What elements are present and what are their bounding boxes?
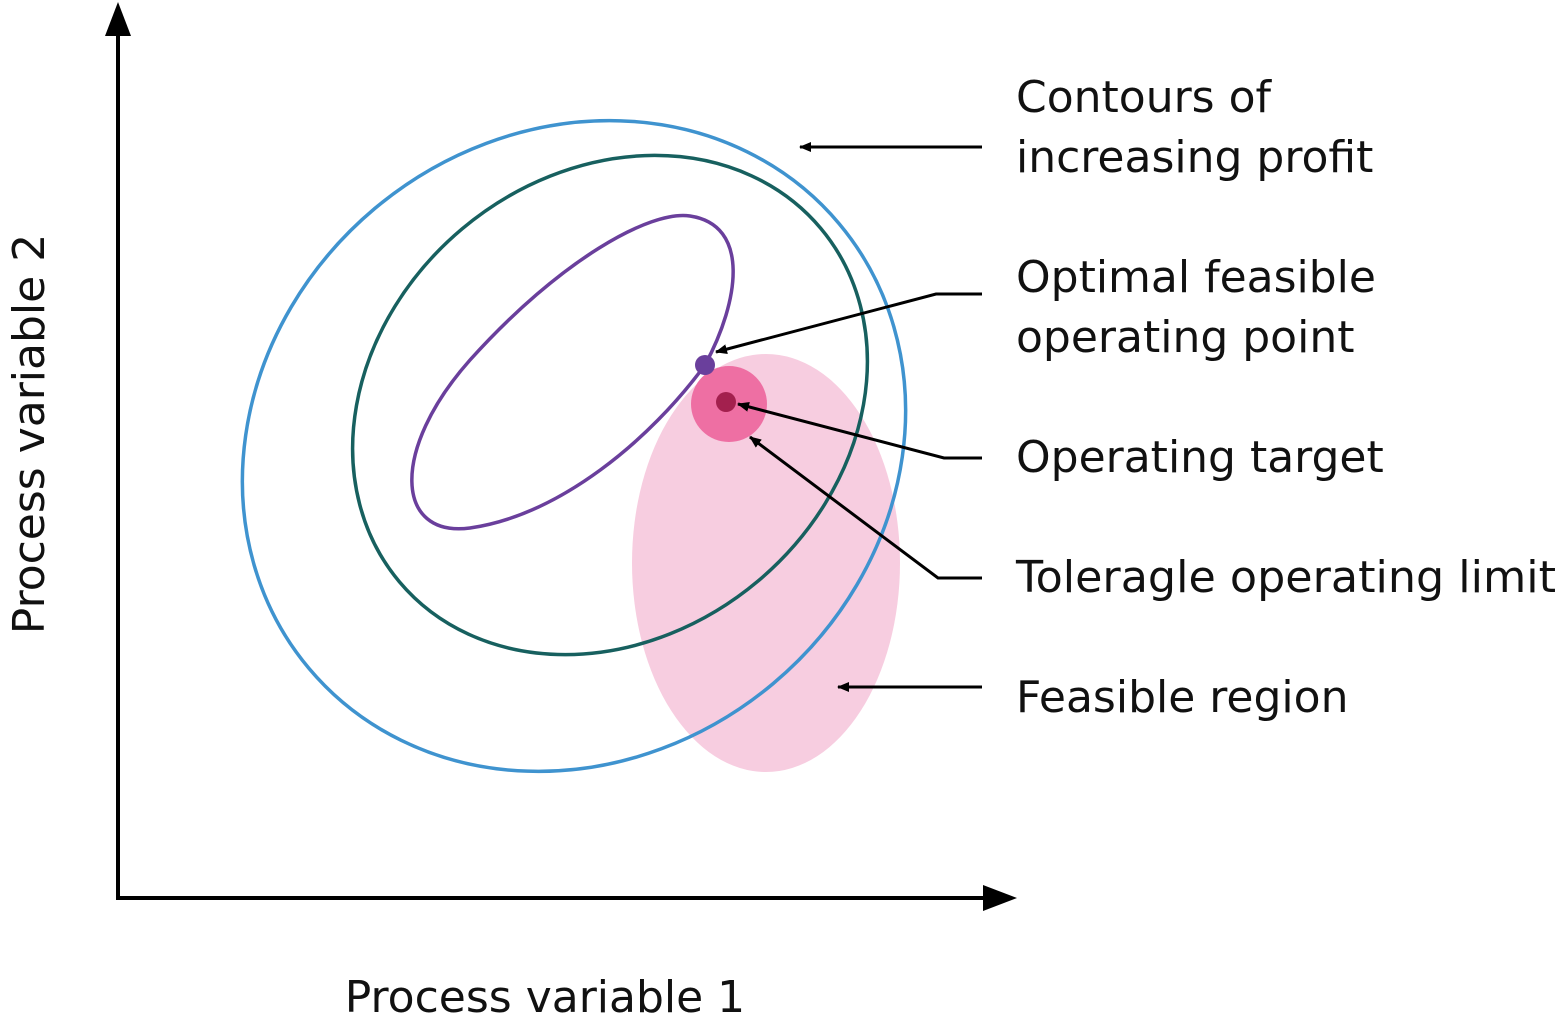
- x-axis-title: Process variable 1: [345, 972, 745, 1023]
- inner-profit-contour: [410, 213, 735, 531]
- contours-label-line-1: Contours of: [1016, 72, 1273, 123]
- optimal-point-leader-arrow: [715, 292, 982, 355]
- contours-label-line-2: increasing profit: [1016, 132, 1373, 183]
- tolerable-limit-leader-arrow: [749, 435, 982, 580]
- tolerable-limit-label: Toleragle operating limit: [1015, 552, 1556, 603]
- y-axis-title: Process variable 2: [4, 234, 55, 634]
- feasible-region: [632, 354, 900, 772]
- contours-label: Contours of increasing profit: [1016, 72, 1373, 183]
- operating-target-leader-arrow: [737, 401, 982, 460]
- operating-target-point: [716, 392, 736, 412]
- operating-target-label: Operating target: [1016, 432, 1384, 483]
- y-axis-arrowhead: [105, 2, 131, 36]
- feasible-region-label: Feasible region: [1016, 672, 1348, 723]
- optimal-point-label-line-2: operating point: [1016, 312, 1354, 363]
- optimal-operating-point: [695, 355, 715, 375]
- x-axis-arrowhead: [983, 885, 1017, 911]
- outer-profit-contour: [240, 118, 908, 774]
- optimal-point-label-line-1: Optimal feasible: [1016, 252, 1376, 303]
- optimal-point-label: Optimal feasible operating point: [1016, 252, 1390, 363]
- middle-profit-contour: [350, 153, 870, 657]
